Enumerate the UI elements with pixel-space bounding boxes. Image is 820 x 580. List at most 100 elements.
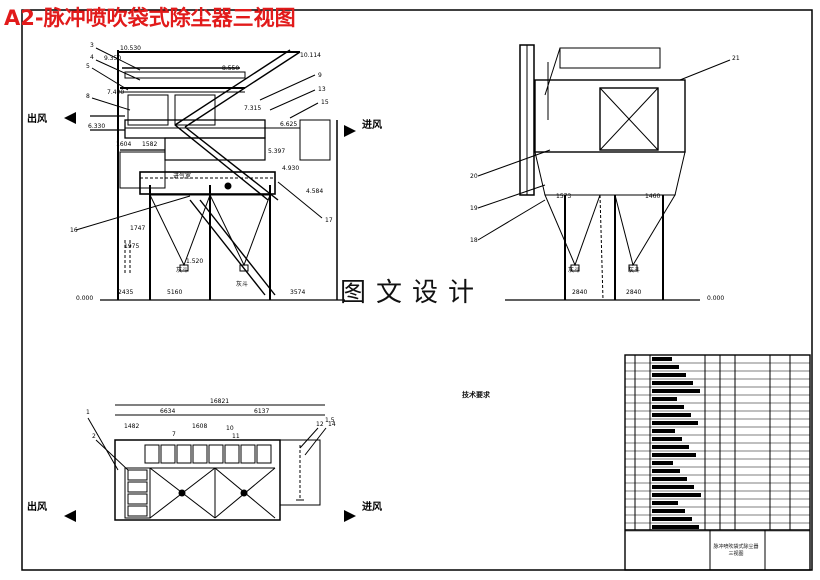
filter-cell	[240, 444, 256, 464]
front-elevation-8: 6.330	[88, 123, 105, 130]
front-elevation-4: 8.550	[222, 65, 239, 72]
front-callout-17: 17	[325, 217, 333, 224]
side-view	[477, 44, 731, 301]
parts-row-text-block	[652, 445, 689, 449]
front-elevation-3: 9.350	[104, 55, 121, 62]
front-callout-3: 3	[90, 42, 94, 49]
front-elevation-12: 1.520	[186, 258, 203, 265]
parts-list-rows	[625, 357, 810, 532]
parts-row-text-block	[652, 493, 701, 497]
front-elevation-7: 6.625	[280, 121, 297, 128]
parts-row-text-block	[652, 501, 678, 505]
side-view-labels: 21 20 19 18 1573 1460 2840 2840 0.000 灰斗…	[470, 55, 740, 302]
filter-cell	[144, 444, 160, 464]
tech-requirements-heading: 技术要求	[462, 391, 490, 399]
front-elevation-9: 5.397	[268, 148, 285, 155]
front-elevation-11: 4.584	[306, 188, 323, 195]
parts-row-text-block	[652, 397, 677, 401]
outlet-valve-cell	[127, 469, 148, 481]
plan-outlet-label: 出风	[27, 500, 47, 513]
outlet-label: 出风	[27, 112, 47, 125]
plan-callout-11: 11	[232, 433, 240, 440]
plan-view-labels: 出风 进风 16821 6634 6137 1482 1608 1.5 1 2 …	[27, 398, 382, 513]
parts-row-text-block	[652, 421, 698, 425]
outlet-valve-cell	[127, 481, 148, 493]
front-callout-15: 15	[321, 99, 329, 106]
inlet-label: 进风	[362, 118, 382, 131]
front-callout-4: 4	[90, 54, 94, 61]
plan-callout-1: 1	[86, 409, 90, 416]
side-dim-2840-a: 2840	[572, 289, 587, 296]
plan-dim-1-5: 1.5	[325, 417, 335, 424]
front-callout-8: 8	[86, 93, 90, 100]
front-dim-1582: 1582	[142, 141, 157, 148]
parts-row-text-block	[652, 485, 694, 489]
filter-cell	[176, 444, 192, 464]
parts-row-text-block	[652, 413, 691, 417]
plan-inlet-label: 进风	[362, 500, 382, 513]
parts-row-text-block	[652, 437, 682, 441]
outlet-valve-cell	[127, 505, 148, 517]
front-elevation-1: 10.530	[120, 45, 141, 52]
parts-row-text-block	[652, 509, 685, 513]
plan-dim-16821: 16821	[210, 398, 229, 405]
parts-row-text-block	[652, 381, 693, 385]
parts-row-text-block	[652, 453, 696, 457]
plan-dim-6137: 6137	[254, 408, 269, 415]
side-callout-20: 20	[470, 173, 478, 180]
front-callout-13: 13	[318, 86, 326, 93]
plan-dim-1482: 1482	[124, 423, 139, 430]
front-elevation-2: 10.114	[300, 52, 321, 59]
front-dim-1747: 1747	[130, 225, 145, 232]
front-elevation-10: 4.930	[282, 165, 299, 172]
side-callout-21: 21	[732, 55, 740, 62]
parts-row-text-block	[652, 389, 700, 393]
side-callout-18: 18	[470, 237, 478, 244]
filter-cell	[192, 444, 208, 464]
front-dim-5160: 5160	[167, 289, 182, 296]
plan-callout-14: 14	[328, 421, 336, 428]
plan-callout-2: 2	[92, 433, 96, 440]
plan-callout-10: 10	[226, 425, 234, 432]
front-dim-3574: 3574	[290, 289, 305, 296]
parts-row-text-block	[652, 525, 699, 529]
front-view-labels: 出风 进风 进气室 10.530 10.114 9.350 8.550 7.49…	[27, 42, 382, 302]
filter-cell	[208, 444, 224, 464]
hopper-label-2: 灰斗	[236, 280, 248, 288]
plan-filter-cells	[127, 444, 272, 517]
front-dim-1604: 1604	[116, 141, 131, 148]
front-callout-9: 9	[318, 72, 322, 79]
front-dim-2435: 2435	[118, 289, 133, 296]
plan-dim-6634: 6634	[160, 408, 175, 415]
hopper-label-1: 灰斗	[176, 266, 188, 274]
drawing-frame	[21, 9, 813, 571]
side-elevation-0: 0.000	[707, 295, 724, 302]
plan-view	[64, 404, 356, 522]
filter-cell	[256, 444, 272, 464]
title-block-drawing-name: 脉冲喷吹袋式除尘器三视图	[713, 544, 759, 557]
parts-row-text-block	[652, 461, 673, 465]
parts-row-text-block	[652, 373, 686, 377]
inlet-chamber-label: 进气室	[173, 172, 191, 180]
front-elevation-6: 7.315	[244, 105, 261, 112]
plan-dim-1608: 1608	[192, 423, 207, 430]
side-hopper-label-1: 灰斗	[568, 266, 580, 274]
front-dim-1975: 1975	[124, 243, 139, 250]
filter-cell	[224, 444, 240, 464]
front-callout-5: 5	[86, 63, 90, 70]
side-dim-1573: 1573	[556, 193, 571, 200]
side-dim-1460: 1460	[645, 193, 660, 200]
front-elevation-13: 0.000	[76, 295, 93, 302]
parts-row-text-block	[652, 517, 692, 521]
front-elevation-5: 7.490	[107, 89, 124, 96]
parts-row-text-block	[652, 469, 680, 473]
side-dim-2840-b: 2840	[626, 289, 641, 296]
parts-row-text-block	[652, 477, 687, 481]
side-callout-19: 19	[470, 205, 478, 212]
parts-row-text-block	[652, 357, 672, 361]
outlet-valve-cell	[127, 493, 148, 505]
watermark-text: 图文设计	[340, 278, 485, 308]
filter-cell	[160, 444, 176, 464]
parts-row-text-block	[652, 429, 675, 433]
